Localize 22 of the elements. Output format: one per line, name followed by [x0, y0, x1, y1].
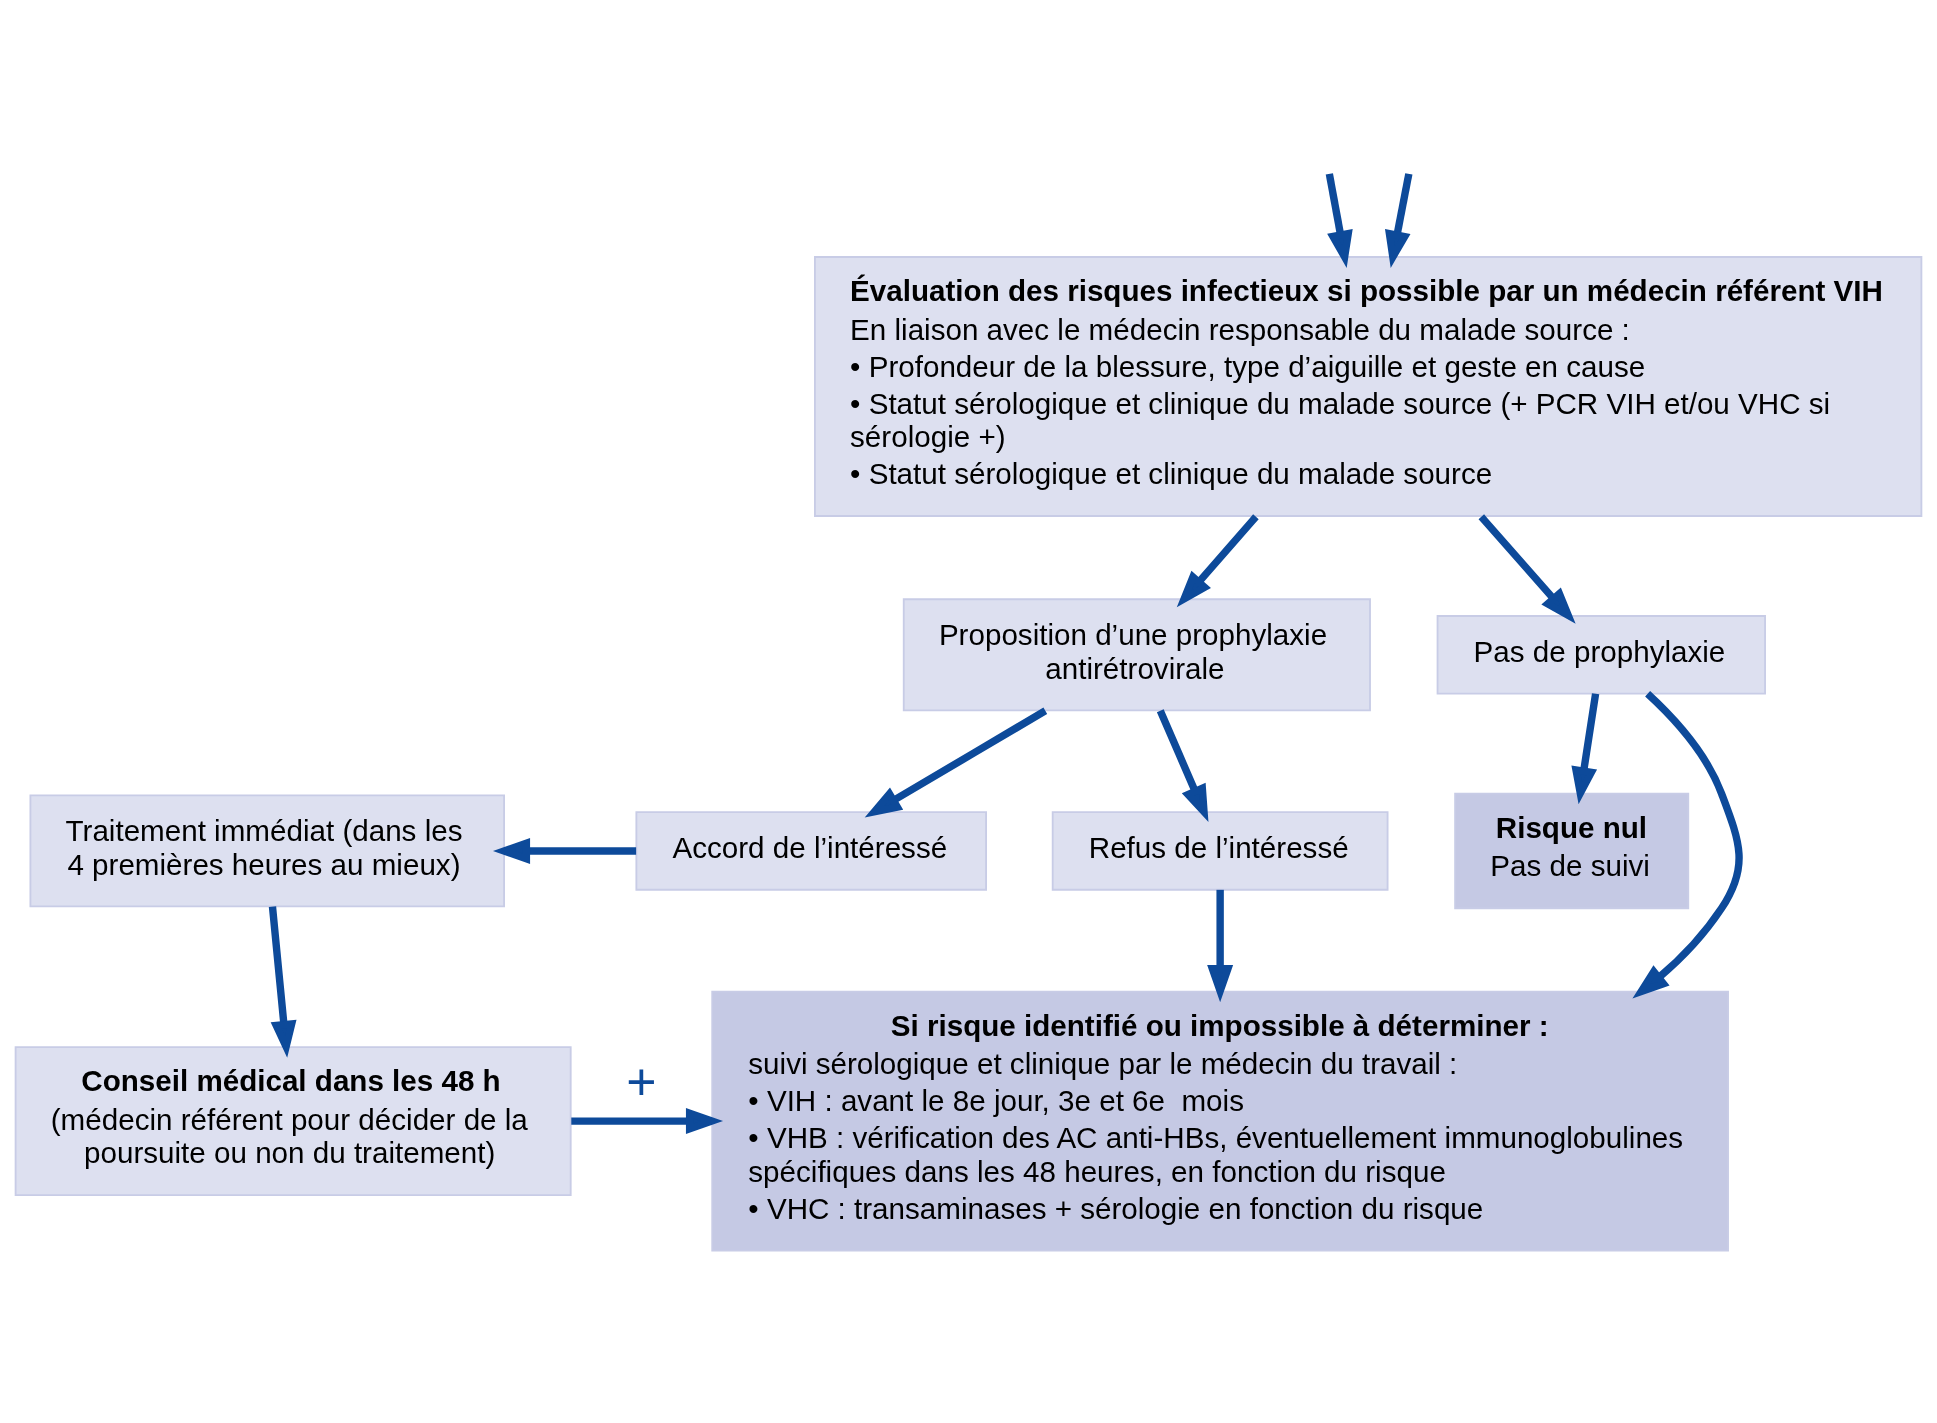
arrow: [1325, 173, 1353, 268]
arrow: [492, 837, 637, 864]
node-box: Si risque identifié ou impossible à déterminer : suivi sérologique et clinique par le médecin du travail : • VIH : avant le 8e jour, 3e et 6e mois • VHB : vérification des AC anti-HBs, éventuellement immunoglobulines spécifiques dans les 48 heures, en fonction du risque • VHC : transaminases + sérologie en fonction du risque: [711, 990, 1729, 1252]
node-box: Risque nul Pas de suivi: [1454, 792, 1690, 910]
node-box: Refus de l’intéressé: [1051, 811, 1389, 891]
arrow: [1384, 173, 1413, 268]
arrow: [864, 707, 1048, 818]
node-box: Proposition d’une prophylaxie antirétrovirale: [902, 598, 1371, 712]
node-box: Évaluation des risques infectieux si possible par un médecin référent VIH En liaison avec le médecin responsable du malade source : • Profondeur de la blessure, type d’aiguille et geste en cause • Statut sérologique et clinique du malade source (+ PCR VIH et/ou VHC si sérologie +) • Statut sérologique et clinique du malade source: [814, 256, 1923, 517]
arrow: [1478, 514, 1576, 624]
arrow: [1632, 691, 1743, 999]
arrow: [1571, 693, 1600, 805]
node-box: Accord de l’intéressé: [635, 811, 987, 891]
arrow: [571, 1108, 724, 1135]
arrow: [1207, 889, 1234, 1003]
arrow: [1176, 514, 1259, 608]
node-box: Traitement immédiat (dans les 4 premières heures au mieux): [29, 794, 505, 908]
node-box: Pas de prophylaxie: [1436, 615, 1766, 695]
arrow: [1156, 709, 1209, 823]
node-box: Conseil médical dans les 48 h (médecin référent pour décider de la poursuite ou non du traitement): [14, 1046, 572, 1196]
arrow: [268, 906, 297, 1058]
edge-label: +: [626, 1052, 657, 1111]
